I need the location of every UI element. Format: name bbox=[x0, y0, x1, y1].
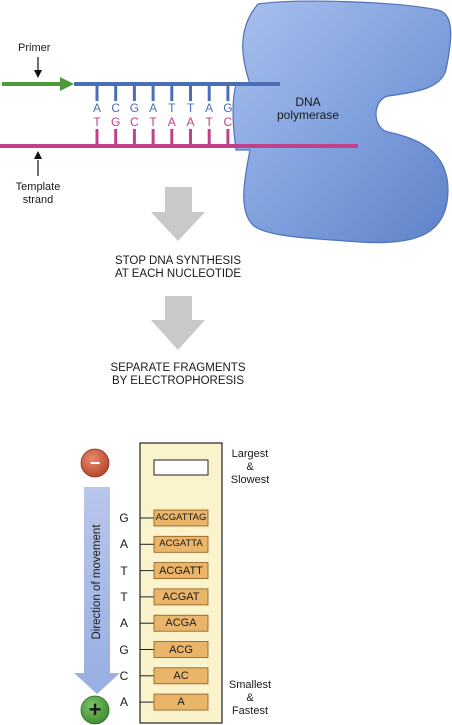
gel-row-base: G bbox=[119, 511, 129, 525]
primer-base: A bbox=[149, 101, 158, 115]
primer-base: G bbox=[129, 101, 140, 115]
gel-band bbox=[153, 509, 209, 527]
template-label-line2: strand bbox=[22, 194, 54, 206]
gel-band-label: A bbox=[177, 696, 185, 709]
dna-polymerase-line2: polymerase bbox=[276, 108, 340, 122]
plus-electrode bbox=[80, 695, 110, 725]
template-base: C bbox=[130, 115, 139, 129]
primer-label: Primer bbox=[18, 42, 51, 54]
template-base: T bbox=[205, 115, 213, 129]
process-arrow-1 bbox=[151, 187, 205, 241]
primer-ticks bbox=[95, 84, 230, 101]
template-base: A bbox=[167, 115, 176, 129]
smallest-line1: Smallest bbox=[228, 679, 272, 691]
gel-row-base: G bbox=[119, 642, 129, 657]
gel-band-label: ACG bbox=[169, 643, 193, 656]
dna-polymerase-shape bbox=[232, 0, 452, 244]
gel-row-base: A bbox=[119, 537, 128, 552]
gel-rows bbox=[140, 509, 209, 711]
step-stop-synthesis: STOP DNA SYNTHESIS AT EACH NUCLEOTIDE bbox=[80, 255, 276, 281]
template-label: Template strand bbox=[8, 181, 68, 207]
direction-label: Direction of movement bbox=[91, 524, 103, 640]
direction-arrow-head bbox=[74, 673, 120, 694]
step-stop-line2: AT EACH NUCLEOTIDE bbox=[114, 268, 242, 280]
gel-row-base: T bbox=[120, 589, 128, 604]
gel-row-base: A bbox=[119, 695, 128, 710]
template-pointer-head bbox=[34, 151, 42, 159]
step-separate-line1: SEPARATE FRAGMENTS bbox=[110, 362, 246, 374]
largest-slowest-label: Largest & Slowest bbox=[222, 448, 278, 487]
primer-base: C bbox=[111, 101, 121, 115]
primer-base: A bbox=[205, 101, 214, 115]
primer-pointer-head bbox=[34, 70, 42, 78]
template-label-line1: Template bbox=[15, 181, 61, 193]
gel-band bbox=[153, 641, 209, 658]
gel-row-base: T bbox=[120, 563, 128, 578]
gel-band-label: ACGATTA bbox=[159, 538, 203, 550]
smallest-fastest-label: Smallest & Fastest bbox=[222, 679, 278, 718]
gel-row-base: A bbox=[119, 616, 128, 631]
dna-polymerase-label: DNA polymerase bbox=[268, 96, 348, 122]
primer-base: T bbox=[186, 101, 195, 115]
gel-band bbox=[153, 693, 209, 711]
smallest-line2: & bbox=[246, 692, 254, 704]
gel-row-base: C bbox=[119, 668, 129, 683]
dna-polymerase-line1: DNA bbox=[295, 95, 321, 109]
template-base: C bbox=[223, 115, 233, 129]
step-stop-line1: STOP DNA SYNTHESIS bbox=[114, 255, 242, 267]
gel-band-label: ACGAT bbox=[162, 590, 200, 603]
smallest-line3: Fastest bbox=[231, 705, 269, 717]
gel-band-label: ACGATT bbox=[159, 564, 203, 577]
gel-band bbox=[153, 562, 209, 579]
gel-band-label: ACGATTAG bbox=[155, 512, 207, 523]
minus-sign: − bbox=[89, 453, 101, 473]
gel-band bbox=[153, 667, 209, 685]
template-base: A bbox=[186, 115, 195, 129]
primer-arrowhead bbox=[60, 77, 74, 91]
primer-base: A bbox=[92, 101, 101, 115]
largest-line1: Largest bbox=[231, 448, 269, 460]
template-base: G bbox=[111, 115, 121, 129]
gel-band bbox=[153, 535, 209, 553]
loading-well bbox=[153, 459, 209, 476]
template-base: T bbox=[93, 115, 101, 129]
largest-line2: & bbox=[246, 461, 254, 473]
template-base: T bbox=[149, 115, 157, 129]
step-separate-fragments: SEPARATE FRAGMENTS BY ELECTROPHORESIS bbox=[80, 362, 276, 388]
minus-electrode bbox=[80, 448, 110, 478]
gel-band bbox=[153, 614, 209, 632]
primer-base: T bbox=[168, 101, 176, 115]
primer-base: G bbox=[223, 101, 233, 115]
process-arrow-2 bbox=[151, 296, 205, 350]
gel-band-label: ACGA bbox=[165, 617, 197, 630]
direction-arrow-shaft bbox=[84, 487, 110, 677]
largest-line3: Slowest bbox=[230, 474, 270, 486]
step-separate-line2: BY ELECTROPHORESIS bbox=[111, 375, 245, 387]
gel-band bbox=[153, 588, 209, 606]
gel-band-label: AC bbox=[173, 669, 189, 682]
plus-sign: + bbox=[88, 697, 102, 722]
template-ticks bbox=[95, 129, 230, 146]
